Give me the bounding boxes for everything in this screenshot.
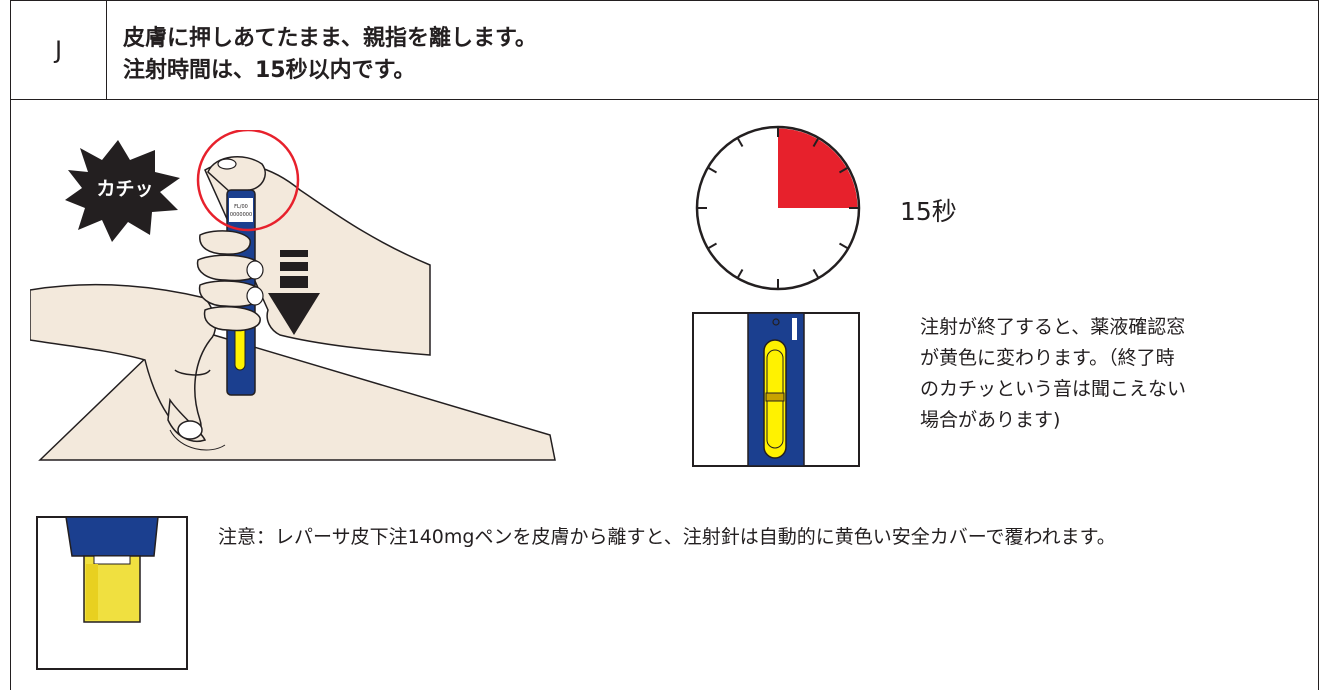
timer-tick (812, 137, 820, 148)
safety-cover-closeup (36, 516, 188, 670)
window-note-line2: が黄色に変わります。（終了時 (920, 347, 1175, 369)
timer-label: 15秒 (900, 197, 957, 226)
pen-label-line2: 0000000 (230, 212, 252, 218)
timer-tick (707, 166, 718, 174)
step-title-line2: 注射時間は、15秒以内です。 (123, 58, 416, 83)
step-title-line1: 皮膚に押しあてたまま、親指を離します。 (123, 26, 537, 51)
pen-label-line1: FL/00 (234, 204, 248, 210)
timer-tick (812, 268, 820, 279)
page-frame (10, 0, 1319, 690)
window-note: 注射が終了すると、薬液確認窓 が黄色に変わります。（終了時 のカチッという音は聞… (920, 312, 1187, 436)
timer-tick (707, 242, 718, 250)
timer-tick (736, 137, 744, 148)
timer-tick (838, 242, 849, 250)
window-note-line4: 場合があります) (920, 409, 1061, 431)
step-header: J 皮膚に押しあてたまま、親指を離します。 注射時間は、15秒以内です。 (10, 0, 1319, 100)
timer-elapsed-sector (778, 128, 858, 208)
arrow-down-icon (268, 293, 320, 335)
timer-dial (695, 125, 861, 291)
click-sound-label: カチッ (96, 178, 153, 200)
timer-tick (838, 166, 849, 174)
pen-window-closeup (692, 312, 860, 467)
window-note-line1: 注射が終了すると、薬液確認窓 (920, 316, 1186, 338)
window-note-line3: のカチッという音は聞こえない (920, 378, 1187, 400)
caution-text: 注意：レパーサ皮下注140mgペンを皮膚から離すと、注射針は自動的に黄色い安全カ… (218, 526, 1116, 548)
timer-tick (736, 268, 744, 279)
step-title: 皮膚に押しあてたまま、親指を離します。 注射時間は、15秒以内です。 (123, 23, 537, 87)
hand-pressing-pen-illustration: FL/00 0000000 カチッ (30, 130, 556, 461)
step-letter: J (11, 1, 107, 99)
